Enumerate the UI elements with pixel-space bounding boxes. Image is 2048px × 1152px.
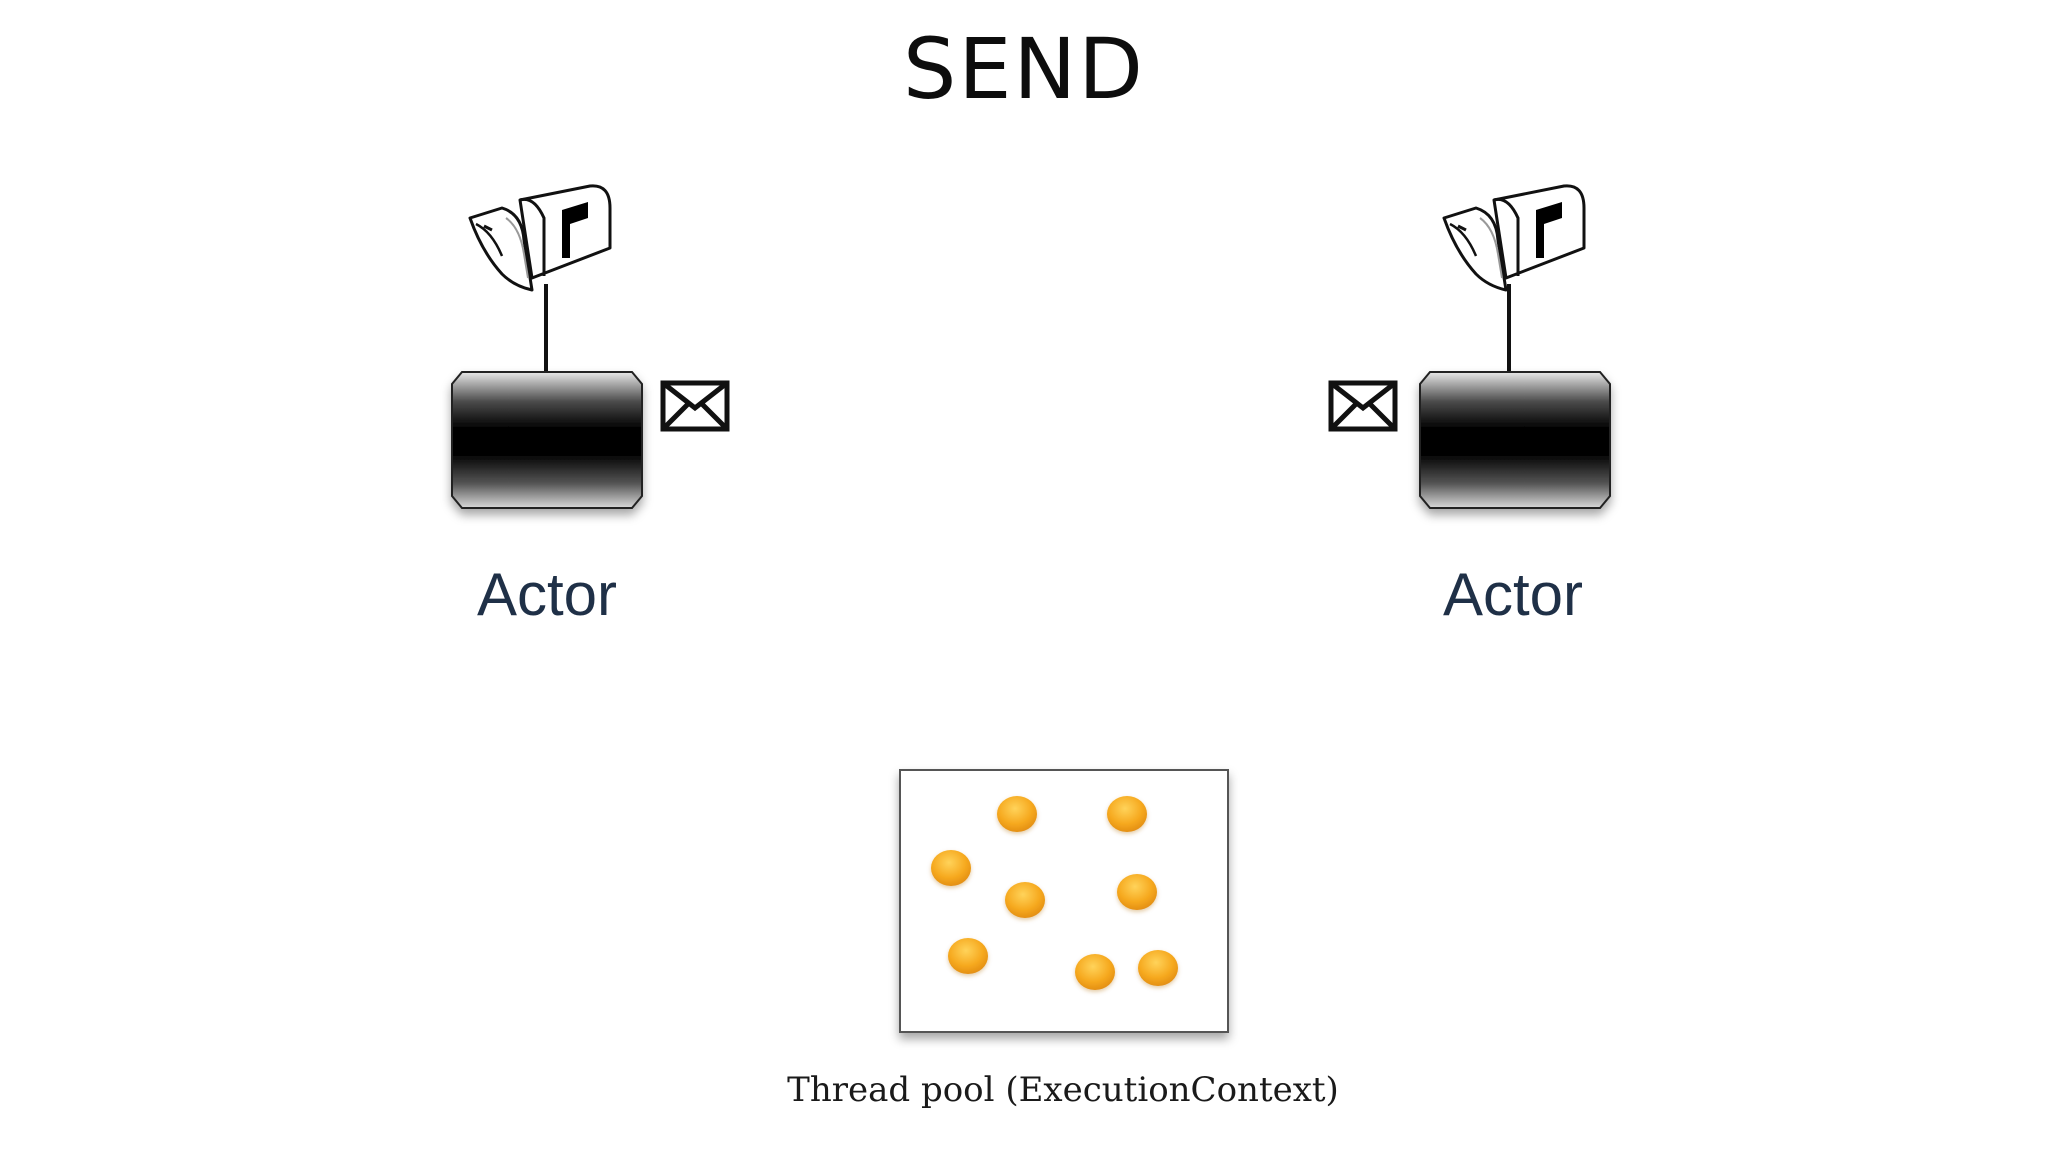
thread-dot [948,938,988,974]
envelope-icon [663,383,727,429]
envelope-icon [1331,383,1395,429]
actor-block [451,371,643,509]
thread-pool-box [899,769,1229,1033]
diagram-title: SEND [903,20,1145,118]
mailbox-icon [1442,184,1586,292]
thread-pool-label: Thread pool (ExecutionContext) [787,1070,1339,1110]
thread-pool [899,769,1229,1033]
thread-dot [1005,882,1045,918]
actor-label: Actor [476,561,618,628]
thread-dot [1107,796,1147,832]
thread-dot [931,850,971,886]
actor-label: Actor [1442,561,1584,628]
thread-dot [997,796,1037,832]
thread-dot [1075,954,1115,990]
actor-left [451,184,727,509]
thread-dot [1117,874,1157,910]
mailbox-icon [468,184,612,292]
actor-block [1419,371,1611,509]
thread-dot [1138,950,1178,986]
actor-right [1331,184,1611,509]
